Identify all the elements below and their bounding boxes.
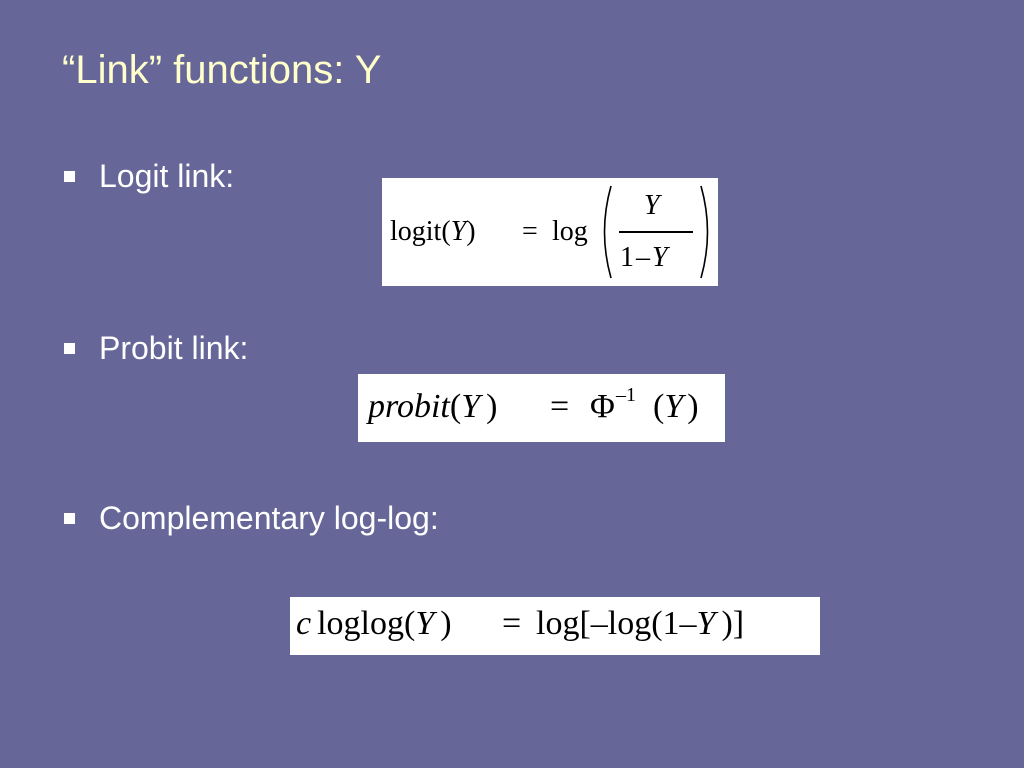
- left-paren-icon: [603, 185, 612, 279]
- bullet-cloglog: Complementary log-log:: [64, 500, 439, 537]
- bullet-probit: Probit link:: [64, 330, 248, 367]
- logit-formula: logit(Y) = log Y 1–Y: [382, 178, 718, 286]
- square-bullet-icon: [64, 171, 75, 182]
- square-bullet-icon: [64, 343, 75, 354]
- slide-title: “Link” functions: Y: [62, 48, 382, 92]
- bullet-label: Logit link:: [99, 158, 235, 194]
- square-bullet-icon: [64, 513, 75, 524]
- right-paren-icon: [700, 185, 709, 279]
- bullet-logit: Logit link:: [64, 158, 234, 195]
- bullet-label: Complementary log-log:: [99, 500, 439, 536]
- bullet-label: Probit link:: [99, 330, 249, 366]
- probit-formula: probit(Y) = Φ –1 (Y): [358, 374, 725, 442]
- fraction-bar: [619, 231, 693, 233]
